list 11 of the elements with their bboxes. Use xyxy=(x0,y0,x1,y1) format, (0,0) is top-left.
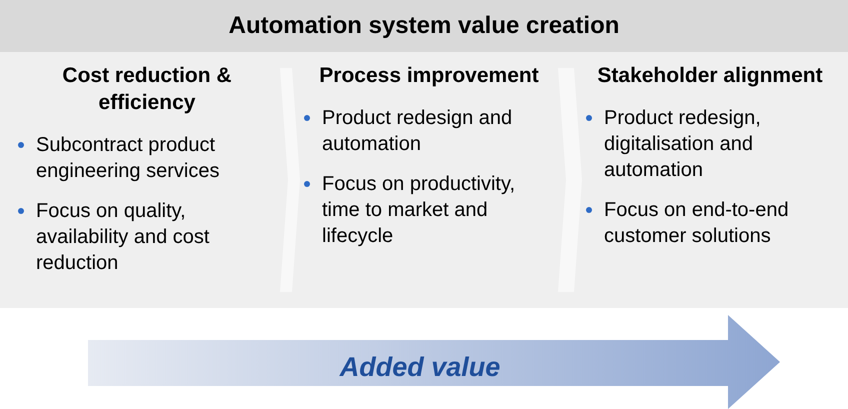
title: Automation system value creation xyxy=(0,0,848,52)
bullet-text: Focus on productivity, time to market and lifecycle xyxy=(322,173,516,247)
column-heading: Stakeholder alignment xyxy=(596,63,824,89)
bullet-text: Subcontract product engineering services xyxy=(36,134,220,182)
bullet-text: Focus on quality, availability and cost reduction xyxy=(36,200,210,274)
bullet-text: Product redesign, digitalisation and automation xyxy=(604,107,761,181)
arrow-label: Added value xyxy=(338,351,502,384)
bullet-text: Focus on end-to-end customer solutions xyxy=(604,199,789,247)
bullet-text: Product redesign and automation xyxy=(322,107,512,155)
column-heading: Process improvement xyxy=(318,63,540,89)
column-heading: Cost reduction & efficiency xyxy=(61,63,233,116)
